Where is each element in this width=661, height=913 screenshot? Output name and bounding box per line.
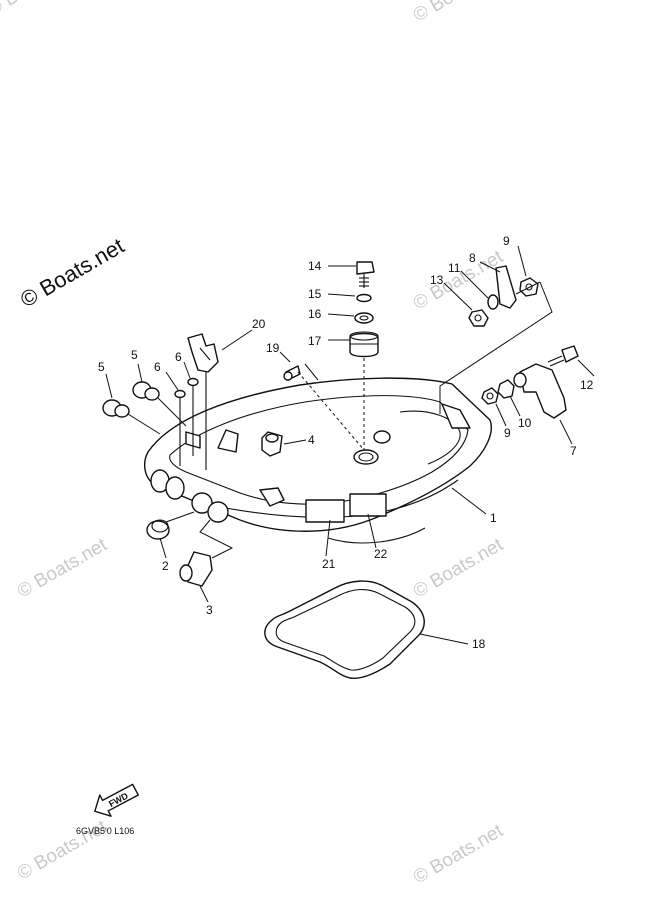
- latch-lever: [187, 329, 253, 470]
- port-hole-right: [191, 492, 213, 514]
- port-hole-front: [207, 501, 229, 523]
- callout-2: 2: [162, 559, 169, 573]
- callout-21: 21: [322, 557, 336, 571]
- grommet-seat: [217, 429, 239, 453]
- nut-9-lower: [481, 387, 507, 427]
- collar-16: [327, 312, 374, 324]
- callout-1: 1: [490, 511, 497, 525]
- bracket-guide: [439, 281, 553, 414]
- plug-grommet: [146, 511, 195, 540]
- callout-14: 14: [308, 259, 322, 273]
- callout-19: 19: [266, 341, 280, 355]
- small-screw: [279, 351, 301, 381]
- callout-9: 9: [503, 234, 510, 248]
- callout-8: 8: [469, 251, 476, 265]
- washer-15: [327, 293, 372, 303]
- cowling-hole: [373, 430, 391, 444]
- callout-17: 17: [308, 334, 322, 348]
- grommet-upper: [132, 381, 187, 427]
- screw-axis: [297, 371, 365, 451]
- bracket-8: [479, 261, 517, 309]
- label-plate-22: [349, 493, 387, 517]
- callout-7: 7: [570, 444, 577, 458]
- callout-3: 3: [206, 603, 213, 617]
- washer-10: [497, 379, 521, 417]
- mount-bracket: [259, 487, 285, 507]
- pin-left: [174, 389, 186, 466]
- callout-15: 15: [308, 287, 322, 301]
- callout-5: 5: [98, 360, 105, 374]
- drawing-code: 6GVB5'0 L106: [76, 826, 134, 836]
- fwd-arrow: FWD: [94, 783, 139, 817]
- callout-22: 22: [374, 547, 388, 561]
- callout-13: 13: [430, 273, 444, 287]
- bolt-12: [547, 345, 595, 377]
- watermark: © Boats.net: [410, 0, 507, 26]
- callout-20: 20: [252, 317, 266, 331]
- callout-5: 5: [131, 348, 138, 362]
- front-bracket: [441, 403, 471, 429]
- cowling-seal: [264, 580, 425, 679]
- bracket-7: [513, 363, 573, 445]
- callout-10: 10: [518, 416, 532, 430]
- callout-6: 6: [175, 350, 182, 364]
- connector-grommet: [179, 519, 234, 587]
- cowling-drain: [353, 449, 379, 465]
- watermark: © Boats.net: [410, 534, 507, 602]
- port-hole-mid: [165, 476, 185, 500]
- bolt-14: [328, 261, 375, 288]
- watermark: © Boats.net: [410, 820, 507, 888]
- callout-18: 18: [472, 637, 486, 651]
- nut-13: [443, 282, 489, 327]
- callout-12: 12: [580, 378, 594, 392]
- callout-16: 16: [308, 307, 322, 321]
- watermark-main: © Boats.net: [16, 233, 128, 312]
- watermark: © Boats.net: [0, 0, 81, 20]
- callout-6: 6: [154, 360, 161, 374]
- callout-9: 9: [504, 426, 511, 440]
- pin-right: [187, 377, 199, 456]
- bottom-cowling: [143, 377, 492, 544]
- grommet-lower: [102, 399, 161, 435]
- grommet-17: [328, 331, 379, 358]
- callout-4: 4: [308, 433, 315, 447]
- washer-11: [460, 270, 499, 310]
- watermark: © Boats.net: [14, 534, 111, 602]
- callout-11: 11: [448, 261, 461, 275]
- hose-clip: [261, 431, 283, 457]
- callouts: 1 2 3 4 5 5 6 6 7 8 9 9 10 11 12 13 14 1…: [98, 234, 594, 651]
- label-plate-21: [305, 499, 345, 523]
